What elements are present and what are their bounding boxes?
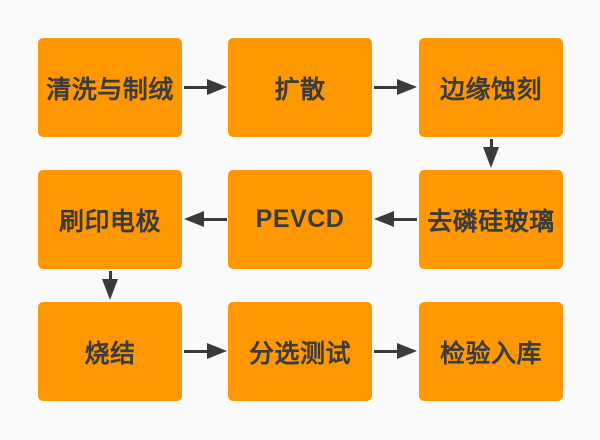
flow-node-inspection-storage: 检验入库: [419, 302, 563, 401]
arrow-left-icon-psg-removal-to-pevcd: [374, 211, 417, 227]
arrow-head: [397, 79, 417, 95]
arrow-stem: [108, 271, 112, 279]
arrow-stem: [184, 349, 207, 353]
arrow-head: [397, 343, 417, 359]
flow-node-diffusion: 扩散: [228, 38, 372, 137]
arrow-stem: [204, 217, 227, 221]
arrow-stem: [394, 217, 417, 221]
flow-node-sorting-testing: 分选测试: [228, 302, 372, 401]
flow-node-cleaning-texturing: 清洗与制绒: [38, 38, 182, 137]
flow-node-edge-etching: 边缘蚀刻: [419, 38, 563, 137]
arrow-left-icon-pevcd-to-print-electrode: [184, 211, 227, 227]
arrow-right-icon-sintering-to-sorting: [184, 343, 227, 359]
arrow-right-icon-sorting-to-inspection: [374, 343, 417, 359]
arrow-stem: [184, 85, 207, 89]
flow-node-pevcd: PEVCD: [228, 170, 372, 269]
arrow-stem: [374, 85, 397, 89]
arrow-down-icon-print-electrode-to-sintering: [102, 271, 118, 300]
flow-node-print-electrode: 刷印电极: [38, 170, 182, 269]
arrow-down-icon-edge-etching-to-psg-removal: [483, 139, 499, 168]
arrow-head: [184, 211, 204, 227]
arrow-head: [207, 343, 227, 359]
arrow-stem: [374, 349, 397, 353]
arrow-head: [102, 279, 118, 300]
arrow-right-icon-diffusion-to-edge-etching: [374, 79, 417, 95]
arrow-right-icon-cleaning-to-diffusion: [184, 79, 227, 95]
arrow-head: [374, 211, 394, 227]
flow-node-sintering: 烧结: [38, 302, 182, 401]
flow-node-psg-removal: 去磷硅玻璃: [419, 170, 563, 269]
arrow-head: [483, 147, 499, 168]
arrow-stem: [489, 139, 493, 147]
arrow-head: [207, 79, 227, 95]
